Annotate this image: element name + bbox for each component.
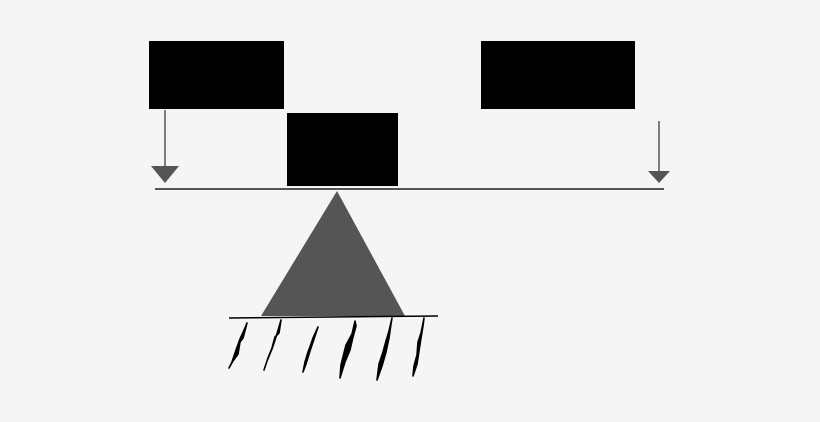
left-load-arrow <box>151 110 179 183</box>
center-weight-block <box>287 113 398 186</box>
right-load-arrow <box>648 121 670 183</box>
ground-hatch <box>339 320 357 379</box>
right-load-arrow-head <box>648 171 670 183</box>
ground-line <box>228 315 439 319</box>
ground-hatch <box>228 322 248 369</box>
ground-hatch <box>412 317 425 377</box>
right-weight-block <box>481 41 635 109</box>
left-load-arrow-head <box>151 166 179 183</box>
ground-hatch <box>376 317 393 381</box>
left-weight-block <box>149 41 284 109</box>
ground-hatch <box>302 326 319 373</box>
fulcrum-triangle <box>261 191 405 316</box>
ground-hatch <box>263 319 282 371</box>
